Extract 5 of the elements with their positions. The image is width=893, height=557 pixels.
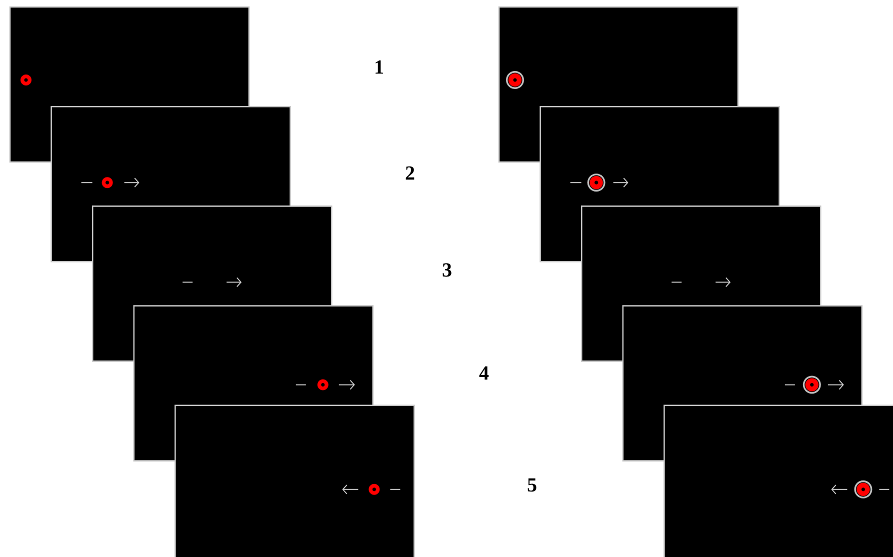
step-number: 3 [442,263,452,277]
step-number: 5 [528,478,536,492]
step-number: 2 [406,166,414,180]
step-number: 4 [479,366,489,380]
step-number: 1 [376,60,383,74]
